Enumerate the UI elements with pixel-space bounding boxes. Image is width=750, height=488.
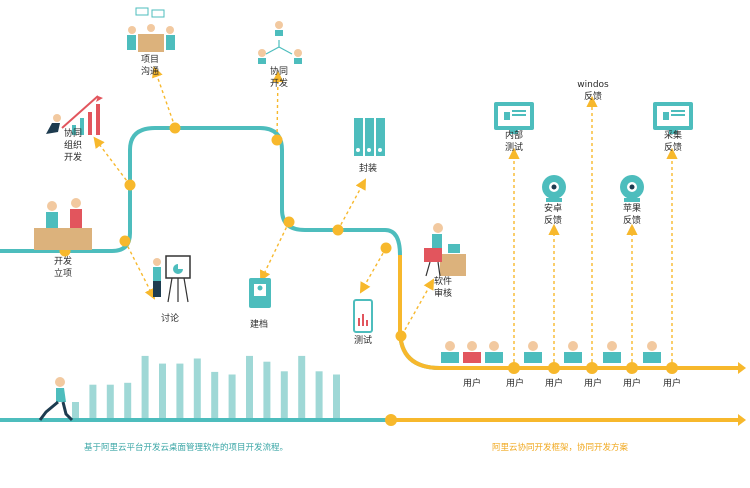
orange-arrowhead xyxy=(738,362,746,374)
user-label: 用户 xyxy=(462,379,482,389)
activity-bar xyxy=(124,382,132,418)
label-test: 测试 xyxy=(353,336,373,346)
label-collaborative-development: 协同开发 xyxy=(269,67,289,89)
label-android-feedback: 安卓反馈 xyxy=(543,204,563,226)
user-label: 用户 xyxy=(583,379,603,389)
presentation-icon xyxy=(153,255,191,303)
activity-bar xyxy=(228,374,236,418)
path-dots xyxy=(59,122,678,374)
user-label: 用户 xyxy=(505,379,525,389)
label-collect-feedback: 采集反馈 xyxy=(663,131,683,153)
user-figure-icon xyxy=(524,341,542,363)
activity-bar xyxy=(89,384,97,418)
label-software-review: 软件审核 xyxy=(433,277,453,299)
meeting-icon xyxy=(127,7,175,52)
user-figure-icon xyxy=(485,341,503,363)
phone-test-icon xyxy=(353,299,373,333)
activity-bar xyxy=(159,363,166,418)
label-organization-development: 协同组织开发 xyxy=(63,129,83,163)
caption-right: 阿里云协同开发框架，协同开发方案 xyxy=(491,443,629,453)
activity-bar xyxy=(211,371,219,418)
activity-bar xyxy=(193,358,201,418)
activity-bar xyxy=(141,355,149,418)
activity-bar xyxy=(333,374,340,418)
timeline-dot xyxy=(385,414,397,426)
internal-test-monitor-icon xyxy=(494,102,534,134)
label-internal-test: 内部测试 xyxy=(504,131,524,153)
user-figure-icon xyxy=(463,341,481,363)
user-label: 用户 xyxy=(662,379,682,389)
activity-bar xyxy=(298,355,306,418)
activity-bars xyxy=(72,355,340,418)
activity-bar xyxy=(263,361,271,418)
label-archive: 建档 xyxy=(249,320,269,330)
user-figure-icon xyxy=(441,341,459,363)
user-figure-icon xyxy=(603,341,621,363)
users-row xyxy=(441,341,661,363)
user-label: 用户 xyxy=(544,379,564,389)
activity-bar xyxy=(176,363,184,418)
user-figure-icon xyxy=(643,341,661,363)
label-project-communication: 项目沟通 xyxy=(140,55,160,77)
team-network-icon xyxy=(258,21,302,64)
binders-icon xyxy=(354,118,385,156)
label-discuss: 讨论 xyxy=(160,314,180,324)
label-development-start: 开发立项 xyxy=(53,257,73,279)
apple-webcam-icon xyxy=(620,175,644,202)
activity-bar xyxy=(72,402,79,418)
runner-icon xyxy=(38,377,74,422)
android-webcam-icon xyxy=(542,175,566,202)
dashed-connectors xyxy=(93,66,678,368)
activity-bar xyxy=(246,355,253,418)
activity-bar xyxy=(280,371,288,418)
collect-feedback-monitor-icon xyxy=(653,102,693,134)
activity-bar xyxy=(315,371,323,418)
label-apple-feedback: 苹果反馈 xyxy=(622,204,642,226)
reviewer-icon xyxy=(424,223,466,277)
user-figure-icon xyxy=(564,341,582,363)
caption-left: 基于阿里云平台开发云桌面管理软件的项目开发流程。 xyxy=(83,443,289,453)
activity-bar xyxy=(106,384,114,418)
archive-book-icon xyxy=(249,278,271,308)
timeline-arrowhead xyxy=(738,414,746,426)
label-package: 封装 xyxy=(358,164,378,174)
growth-chart-icon xyxy=(46,95,103,135)
user-label: 用户 xyxy=(622,379,642,389)
kickoff-desk-icon xyxy=(34,198,92,250)
